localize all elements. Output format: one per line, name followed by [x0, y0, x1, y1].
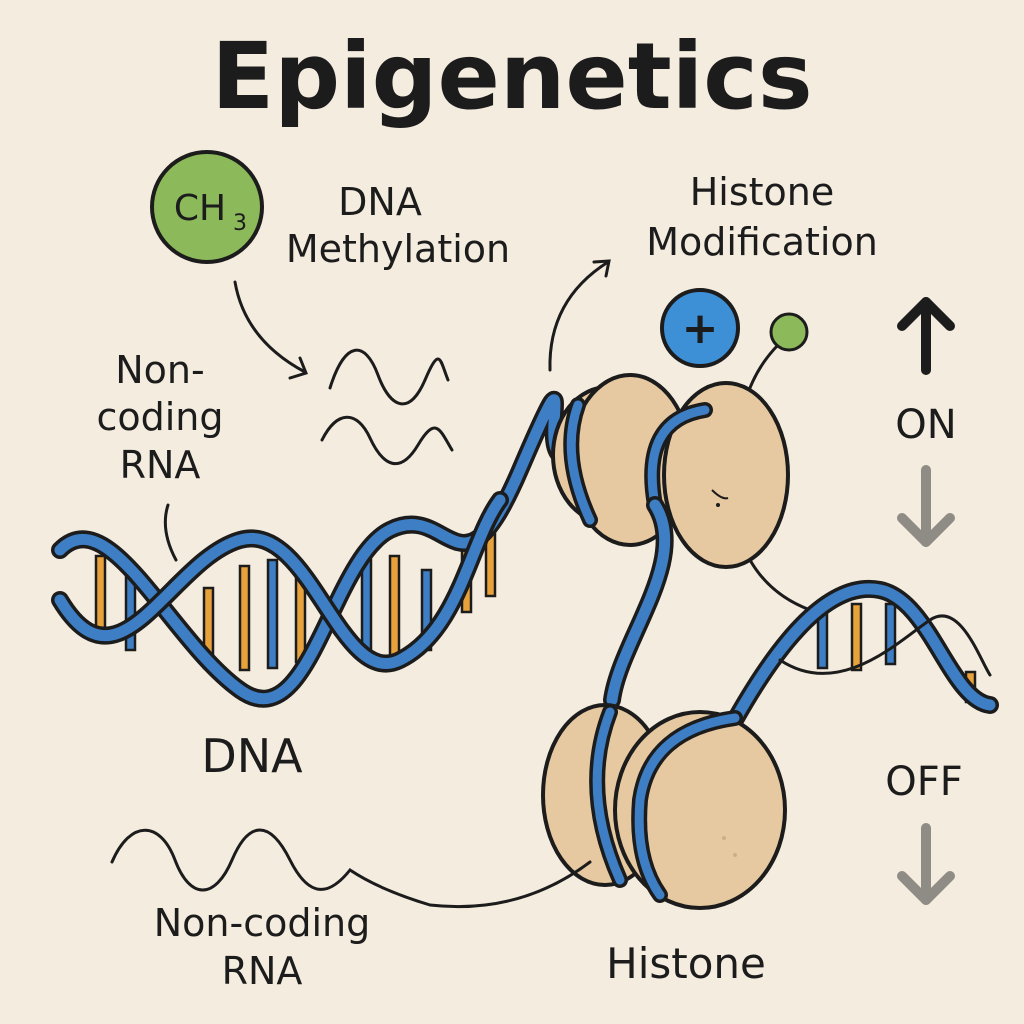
linker-dna: [603, 496, 674, 709]
connector-lines: [748, 558, 812, 612]
modification-sign: +: [682, 303, 719, 354]
title: Epigenetics: [211, 23, 812, 130]
down-arrow-icon: [897, 823, 955, 905]
on-label: ON: [895, 402, 956, 448]
on-indicator: ON: [895, 297, 957, 547]
noncoding-upper-line-3: RNA: [120, 443, 201, 487]
plus-icon: +: [660, 288, 740, 368]
noncoding-rna-upper-label: Non- coding RNA: [96, 348, 223, 487]
methylation-wavy-lines: [320, 348, 454, 466]
histone-lower: [541, 703, 787, 910]
off-label: OFF: [885, 759, 963, 805]
histone-modification-line-1: Histone: [690, 170, 835, 214]
down-arrow-icon: [897, 465, 955, 547]
base-pairs: [94, 510, 497, 672]
modification-arrow: [548, 259, 611, 372]
noncoding-upper-line-1: Non-: [115, 348, 204, 392]
dna-methylation-line-1: DNA: [338, 180, 422, 224]
dna-label: DNA: [201, 729, 303, 783]
dna-methylation-line-2: Methylation: [286, 227, 510, 271]
dna-helix-right: [726, 579, 999, 729]
dna-double-helix: [51, 390, 569, 708]
histone-modification-line-2: Modification: [646, 220, 878, 264]
off-indicator: OFF: [885, 759, 963, 905]
up-arrow-icon: [897, 297, 955, 375]
histone-modification-label: Histone Modification: [646, 170, 878, 264]
methyl-symbol: CH: [174, 188, 226, 229]
noncoding-rna-pointer: [163, 503, 178, 562]
methylation-arrow: [233, 280, 308, 380]
noncoding-upper-line-2: coding: [96, 395, 223, 439]
methyl-group-icon: CH 3: [150, 150, 264, 264]
noncoding-rna-lower-strand: [110, 828, 592, 909]
histone-label: Histone: [606, 939, 766, 988]
methyl-subscript: 3: [233, 211, 247, 236]
noncoding-lower-line-1: Non-coding: [154, 901, 371, 945]
dna-methylation-label: DNA Methylation: [286, 180, 510, 271]
noncoding-lower-line-2: RNA: [222, 949, 303, 993]
noncoding-rna-lower-label: Non-coding RNA: [154, 901, 371, 993]
